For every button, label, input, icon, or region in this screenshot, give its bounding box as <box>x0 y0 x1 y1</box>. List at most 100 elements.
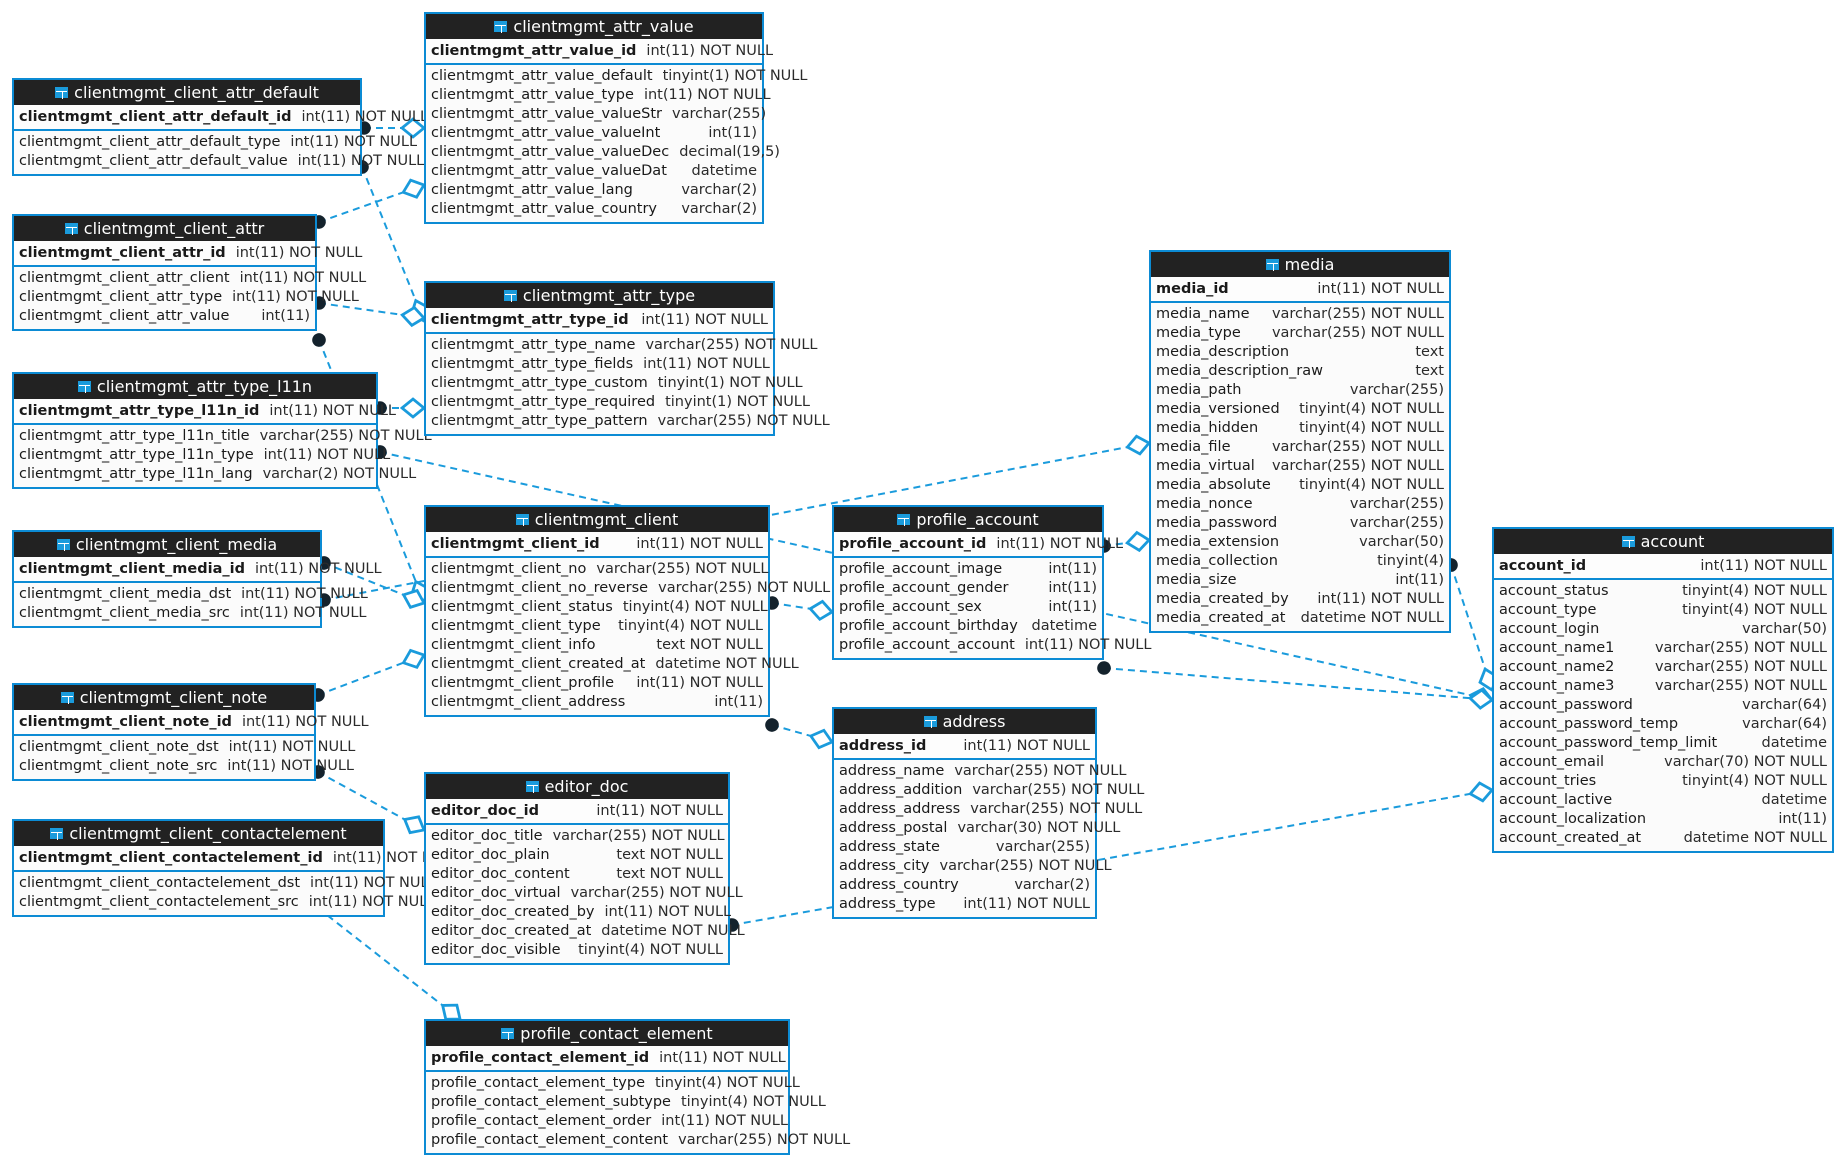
column-row[interactable]: account_triestinyint(4) NOT NULL <box>1494 772 1832 791</box>
column-row-primary-key[interactable]: clientmgmt_client_attr_default_idint(11)… <box>14 105 428 129</box>
column-row[interactable]: clientmgmt_attr_value_typeint(11) NOT NU… <box>426 86 771 105</box>
column-row[interactable]: clientmgmt_attr_type_l11n_titlevarchar(2… <box>14 427 432 446</box>
column-row[interactable]: media_extensionvarchar(50) <box>1151 533 1449 552</box>
column-row[interactable]: account_passwordvarchar(64) <box>1494 696 1832 715</box>
column-row[interactable]: clientmgmt_attr_type_customtinyint(1) NO… <box>426 374 803 393</box>
column-row[interactable]: profile_account_genderint(11) <box>834 579 1102 598</box>
column-row[interactable]: clientmgmt_attr_type_requiredtinyint(1) … <box>426 393 810 412</box>
entity-clientmgmt_client_attr[interactable]: clientmgmt_client_attrclientmgmt_client_… <box>12 214 366 331</box>
column-row[interactable]: editor_doc_visibletinyint(4) NOT NULL <box>426 941 728 960</box>
column-row[interactable]: account_localizationint(11) <box>1494 810 1832 829</box>
column-row[interactable]: account_typetinyint(4) NOT NULL <box>1494 601 1832 620</box>
column-row[interactable]: address_statevarchar(255) <box>834 838 1095 857</box>
column-row[interactable]: account_password_temp_limitdatetime <box>1494 734 1832 753</box>
column-row[interactable]: account_name3varchar(255) NOT NULL <box>1494 677 1832 696</box>
column-row[interactable]: address_postalvarchar(30) NOT NULL <box>834 819 1120 838</box>
column-row-primary-key[interactable]: clientmgmt_client_note_idint(11) NOT NUL… <box>14 710 369 734</box>
column-row[interactable]: clientmgmt_client_infotext NOT NULL <box>426 636 768 655</box>
column-row[interactable]: media_typevarchar(255) NOT NULL <box>1151 324 1449 343</box>
entity-clientmgmt_client_contactelement[interactable]: clientmgmt_client_contactelementclientmg… <box>12 819 459 917</box>
column-row-primary-key[interactable]: clientmgmt_client_attr_idint(11) NOT NUL… <box>14 241 362 265</box>
entity-profile_account[interactable]: profile_accountprofile_account_idint(11)… <box>832 505 1151 660</box>
column-row[interactable]: clientmgmt_client_typetinyint(4) NOT NUL… <box>426 617 768 636</box>
column-row[interactable]: account_loginvarchar(50) <box>1494 620 1832 639</box>
column-row[interactable]: clientmgmt_client_media_srcint(11) NOT N… <box>14 604 367 623</box>
column-row[interactable]: clientmgmt_attr_value_valueIntint(11) <box>426 124 762 143</box>
column-row-primary-key[interactable]: profile_contact_element_idint(11) NOT NU… <box>426 1046 788 1070</box>
column-row[interactable]: editor_doc_contenttext NOT NULL <box>426 865 728 884</box>
column-row[interactable]: account_statustinyint(4) NOT NULL <box>1494 582 1832 601</box>
column-row[interactable]: address_additionvarchar(255) NOT NULL <box>834 781 1144 800</box>
column-row[interactable]: media_filevarchar(255) NOT NULL <box>1151 438 1449 457</box>
column-row[interactable]: clientmgmt_attr_value_defaulttinyint(1) … <box>426 67 807 86</box>
column-row-primary-key[interactable]: profile_account_idint(11) NOT NULL <box>834 532 1123 556</box>
column-row-primary-key[interactable]: media_idint(11) NOT NULL <box>1151 277 1449 301</box>
column-row[interactable]: address_cityvarchar(255) NOT NULL <box>834 857 1112 876</box>
entity-clientmgmt_client_attr_default[interactable]: clientmgmt_client_attr_defaultclientmgmt… <box>12 78 428 176</box>
column-row[interactable]: address_countryvarchar(2) <box>834 876 1095 895</box>
column-row[interactable]: clientmgmt_attr_value_valueDecdecimal(19… <box>426 143 780 162</box>
column-row[interactable]: clientmgmt_client_attr_valueint(11) <box>14 307 315 326</box>
column-row-primary-key[interactable]: address_idint(11) NOT NULL <box>834 734 1095 758</box>
column-row[interactable]: media_passwordvarchar(255) <box>1151 514 1449 533</box>
column-row[interactable]: clientmgmt_attr_type_l11n_langvarchar(2)… <box>14 465 416 484</box>
column-row[interactable]: clientmgmt_client_contactelement_srcint(… <box>14 893 435 912</box>
column-row[interactable]: editor_doc_plaintext NOT NULL <box>426 846 728 865</box>
column-row-primary-key[interactable]: clientmgmt_attr_type_idint(11) NOT NULL <box>426 308 773 332</box>
column-row[interactable]: profile_contact_element_orderint(11) NOT… <box>426 1112 788 1131</box>
column-row[interactable]: profile_contact_element_subtypetinyint(4… <box>426 1093 826 1112</box>
column-row[interactable]: clientmgmt_client_addressint(11) <box>426 693 768 712</box>
column-row[interactable]: clientmgmt_client_novarchar(255) NOT NUL… <box>426 560 768 579</box>
entity-clientmgmt_attr_type[interactable]: clientmgmt_attr_typeclientmgmt_attr_type… <box>424 281 830 436</box>
column-row[interactable]: profile_contact_element_typetinyint(4) N… <box>426 1074 800 1093</box>
entity-clientmgmt_client_note[interactable]: clientmgmt_client_noteclientmgmt_client_… <box>12 683 369 781</box>
entity-clientmgmt_attr_type_l11n[interactable]: clientmgmt_attr_type_l11nclientmgmt_attr… <box>12 372 432 489</box>
column-row[interactable]: clientmgmt_attr_value_valueStrvarchar(25… <box>426 105 766 124</box>
column-row[interactable]: profile_account_accountint(11) NOT NULL <box>834 636 1151 655</box>
column-row[interactable]: media_noncevarchar(255) <box>1151 495 1449 514</box>
column-row[interactable]: account_password_tempvarchar(64) <box>1494 715 1832 734</box>
column-row[interactable]: media_namevarchar(255) NOT NULL <box>1151 305 1449 324</box>
column-row[interactable]: media_descriptiontext <box>1151 343 1449 362</box>
entity-account[interactable]: accountaccount_idint(11) NOT NULLaccount… <box>1492 527 1834 853</box>
column-row[interactable]: account_name1varchar(255) NOT NULL <box>1494 639 1832 658</box>
column-row[interactable]: clientmgmt_client_media_dstint(11) NOT N… <box>14 585 368 604</box>
column-row[interactable]: clientmgmt_attr_value_valueDatdatetime <box>426 162 762 181</box>
column-row[interactable]: clientmgmt_client_attr_default_valueint(… <box>14 152 424 171</box>
column-row-primary-key[interactable]: clientmgmt_client_contactelement_idint(1… <box>14 846 459 870</box>
column-row-primary-key[interactable]: clientmgmt_attr_value_idint(11) NOT NULL <box>426 39 773 63</box>
column-row[interactable]: clientmgmt_attr_type_fieldsint(11) NOT N… <box>426 355 773 374</box>
column-row[interactable]: clientmgmt_client_created_atdatetime NOT… <box>426 655 799 674</box>
column-row[interactable]: clientmgmt_client_profileint(11) NOT NUL… <box>426 674 768 693</box>
column-row[interactable]: clientmgmt_client_attr_clientint(11) NOT… <box>14 269 366 288</box>
column-row[interactable]: media_hiddentinyint(4) NOT NULL <box>1151 419 1449 438</box>
column-row[interactable]: clientmgmt_client_no_reversevarchar(255)… <box>426 579 830 598</box>
column-row[interactable]: account_created_atdatetime NOT NULL <box>1494 829 1832 848</box>
column-row[interactable]: editor_doc_titlevarchar(255) NOT NULL <box>426 827 728 846</box>
column-row[interactable]: profile_contact_element_contentvarchar(2… <box>426 1131 850 1150</box>
column-row[interactable]: clientmgmt_client_contactelement_dstint(… <box>14 874 437 893</box>
entity-clientmgmt_client_media[interactable]: clientmgmt_client_mediaclientmgmt_client… <box>12 530 382 628</box>
column-row[interactable]: media_sizeint(11) <box>1151 571 1449 590</box>
column-row[interactable]: media_description_rawtext <box>1151 362 1449 381</box>
entity-media[interactable]: mediamedia_idint(11) NOT NULLmedia_namev… <box>1149 250 1451 633</box>
column-row[interactable]: account_lactivedatetime <box>1494 791 1832 810</box>
column-row[interactable]: clientmgmt_attr_type_namevarchar(255) NO… <box>426 336 818 355</box>
entity-editor_doc[interactable]: editor_doceditor_doc_idint(11) NOT NULLe… <box>424 772 745 965</box>
entity-address[interactable]: addressaddress_idint(11) NOT NULLaddress… <box>832 707 1144 919</box>
column-row[interactable]: clientmgmt_client_statustinyint(4) NOT N… <box>426 598 768 617</box>
column-row[interactable]: profile_account_sexint(11) <box>834 598 1102 617</box>
column-row-primary-key[interactable]: editor_doc_idint(11) NOT NULL <box>426 799 728 823</box>
column-row-primary-key[interactable]: account_idint(11) NOT NULL <box>1494 554 1832 578</box>
column-row[interactable]: clientmgmt_client_attr_typeint(11) NOT N… <box>14 288 359 307</box>
column-row[interactable]: address_namevarchar(255) NOT NULL <box>834 762 1126 781</box>
column-row[interactable]: profile_account_imageint(11) <box>834 560 1102 579</box>
column-row[interactable]: profile_account_birthdaydatetime <box>834 617 1102 636</box>
column-row[interactable]: account_name2varchar(255) NOT NULL <box>1494 658 1832 677</box>
column-row[interactable]: media_created_byint(11) NOT NULL <box>1151 590 1449 609</box>
column-row[interactable]: clientmgmt_client_attr_default_typeint(1… <box>14 133 417 152</box>
entity-clientmgmt_client[interactable]: clientmgmt_clientclientmgmt_client_idint… <box>424 505 830 717</box>
column-row-primary-key[interactable]: clientmgmt_client_media_idint(11) NOT NU… <box>14 557 382 581</box>
column-row[interactable]: address_addressvarchar(255) NOT NULL <box>834 800 1142 819</box>
column-row[interactable]: address_typeint(11) NOT NULL <box>834 895 1095 914</box>
